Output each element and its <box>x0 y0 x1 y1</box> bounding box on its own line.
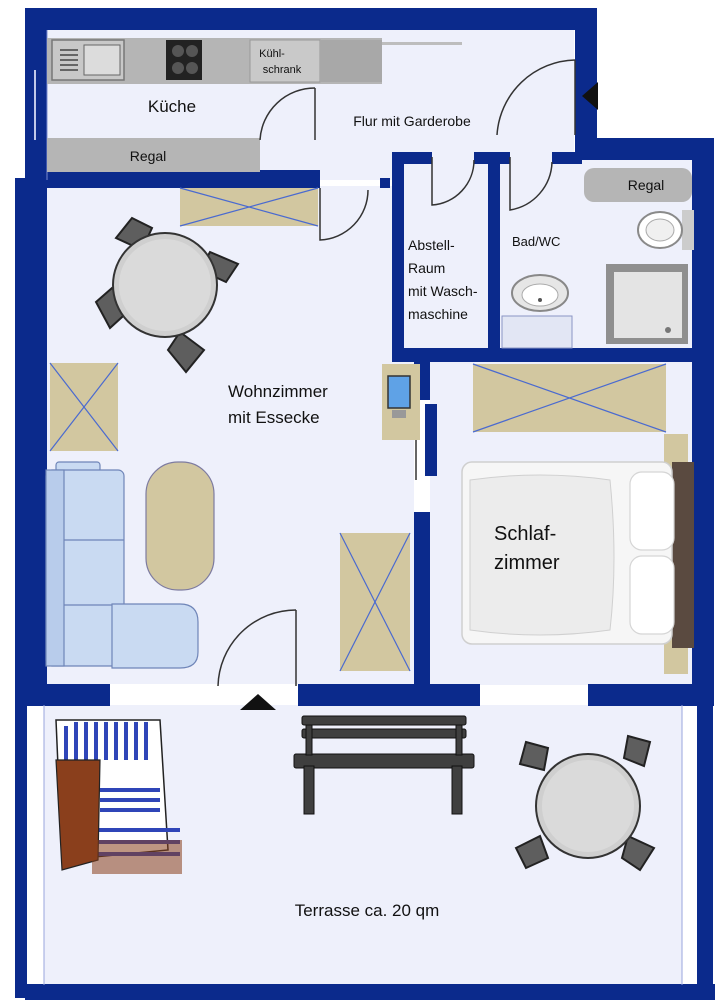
terrace-door-arrow-icon <box>240 694 276 710</box>
bathroom-shelf <box>584 168 692 202</box>
bedroom-wardrobe <box>472 363 667 433</box>
stove <box>166 40 202 80</box>
sofa <box>45 461 199 669</box>
bedroom-label-line2: zimmer <box>494 552 560 574</box>
living-room-cabinet <box>179 187 319 227</box>
walls <box>15 8 715 1000</box>
fridge <box>249 39 321 83</box>
hallway-label: Flur mit Garderobe <box>353 113 471 129</box>
washbasin <box>511 274 569 312</box>
kitchen-shelf-label: Regal <box>130 148 167 164</box>
washing-machine <box>501 315 573 349</box>
beach-chair <box>55 719 182 874</box>
bench <box>293 715 475 815</box>
entrance-arrow-icon <box>582 82 598 110</box>
bathroom-label: Bad/WC <box>512 234 560 249</box>
storage-label-line4: maschine <box>408 306 468 322</box>
living-room-label-line1: Wohnzimmer <box>228 382 328 401</box>
storage-label-line2: Raum <box>408 260 445 276</box>
storage-label-line1: Abstell- <box>408 237 455 253</box>
kitchen-label: Küche <box>148 97 196 116</box>
fridge-label-line1: Kühl- <box>259 48 285 60</box>
shower <box>606 264 688 344</box>
side-cabinet <box>49 362 119 452</box>
living-room-label-line2: mit Essecke <box>228 408 320 427</box>
kitchen-shelf <box>47 138 260 172</box>
terrace-label: Terrasse ca. 20 qm <box>295 901 440 920</box>
tv <box>382 364 420 440</box>
toilet <box>637 210 694 250</box>
bathroom-shelf-label: Regal <box>628 177 665 193</box>
terrace-table <box>514 734 656 872</box>
bed <box>461 461 694 648</box>
bedroom-label-line1: Schlaf- <box>494 523 556 545</box>
coffee-table <box>145 461 215 591</box>
storage-label-line3: mit Wasch- <box>408 283 478 299</box>
living-room-sideboard <box>339 532 411 672</box>
dining-table <box>94 216 240 374</box>
fridge-label-line2: schrank <box>263 64 302 76</box>
